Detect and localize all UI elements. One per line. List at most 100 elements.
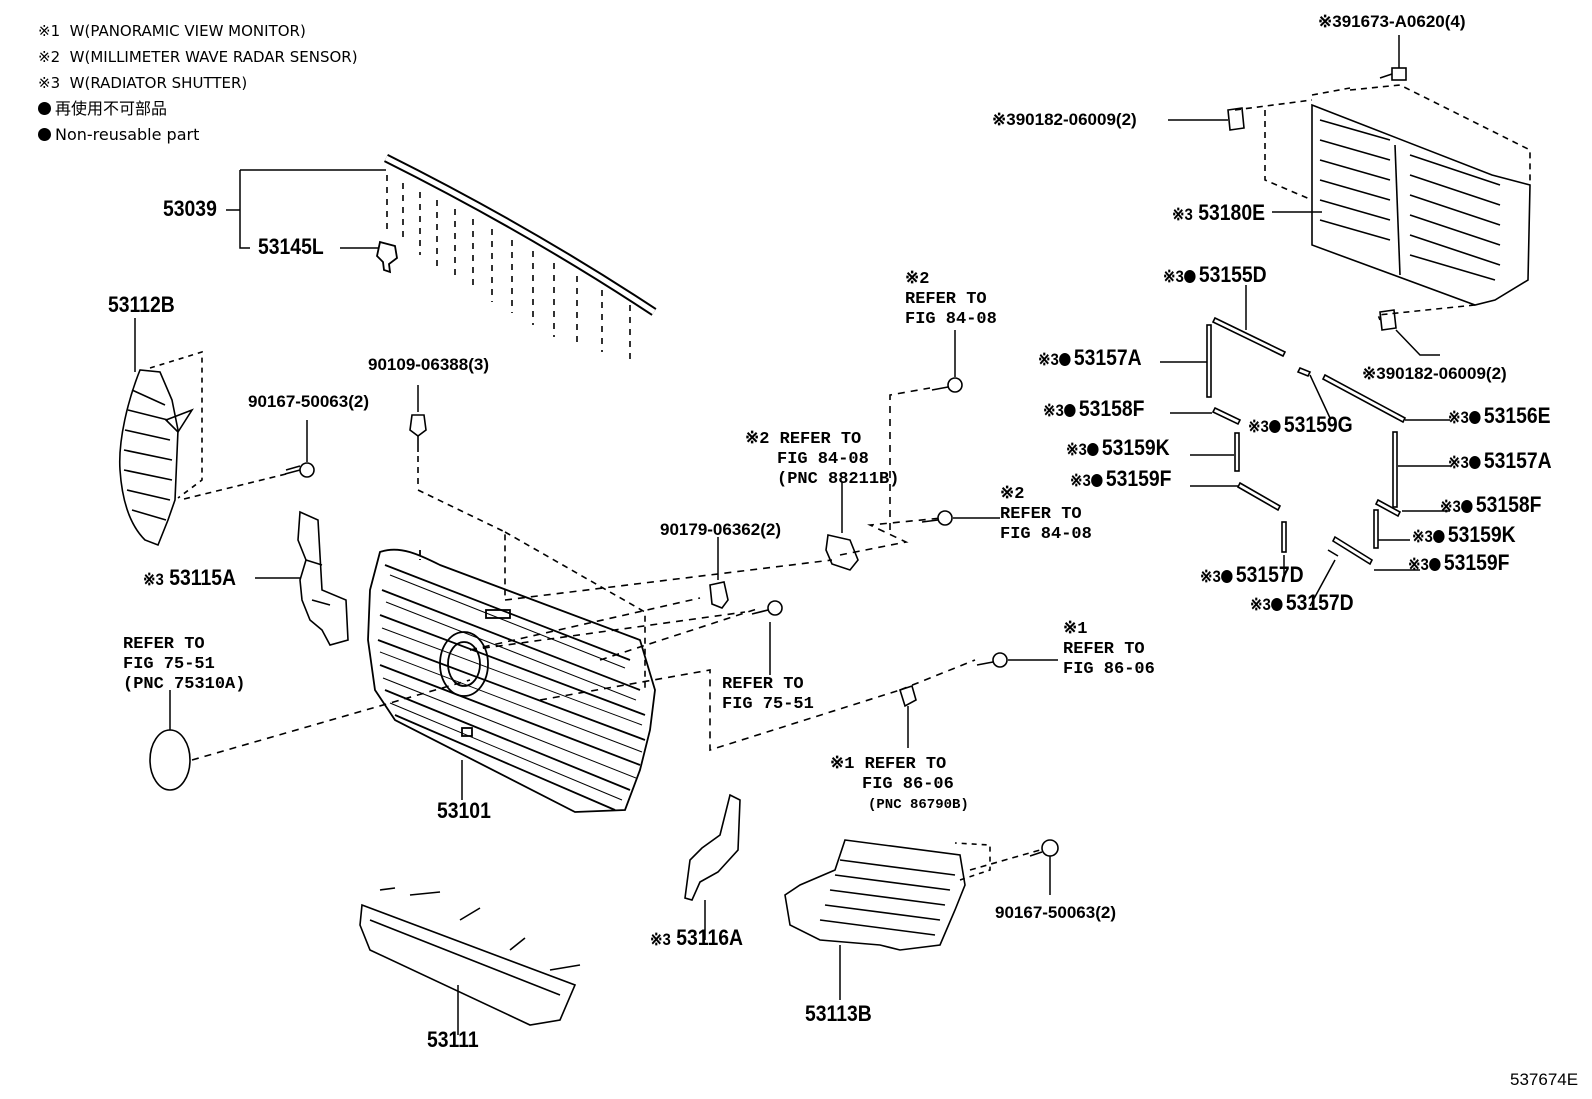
part-53039[interactable]: 53039: [163, 196, 217, 221]
part-91673[interactable]: ※391673-A0620(4): [1318, 12, 1466, 32]
part-53158F-left[interactable]: ※3 53158F: [1043, 396, 1144, 422]
mark-3: ※3: [1440, 497, 1461, 516]
mark-3: ※3: [650, 930, 671, 949]
part-53116A-number: 53116A: [676, 925, 744, 950]
legend-note-2: ※2 W(MILLIMETER WAVE RADAR SENSOR): [38, 48, 358, 66]
legend-non-reusable-en: Non-reusable part: [38, 122, 358, 148]
mark-3: ※3: [1038, 350, 1059, 369]
figure-id: 537674E: [1510, 1070, 1579, 1089]
mark-3: ※3: [1250, 595, 1271, 614]
radiator-shutter-53180E-illustration: [1234, 84, 1531, 321]
part-53157A-left[interactable]: ※3 53157A: [1038, 345, 1142, 371]
non-reusable-dot-icon: [1090, 474, 1103, 487]
non-reusable-dot-icon: [1428, 558, 1441, 571]
screw-camera-illustration: [976, 652, 1058, 668]
non-reusable-dot-icon: [38, 128, 51, 141]
screw-91673-illustration: [1379, 35, 1407, 81]
part-53155D[interactable]: ※3 53155D: [1163, 262, 1267, 288]
non-reusable-dot-icon: [1086, 443, 1099, 456]
screw-lower-right-illustration: [1029, 839, 1059, 895]
part-53159K-right-number: 53159K: [1447, 522, 1516, 547]
part-53155D-number: 53155D: [1198, 262, 1267, 287]
mark-3: ※3: [992, 110, 1016, 129]
part-53157A-left-number: 53157A: [1073, 345, 1142, 370]
part-53159K-left-number: 53159K: [1101, 435, 1170, 460]
part-90109[interactable]: 90109-06388(3): [368, 355, 489, 374]
screw-radar-top-illustration: [931, 330, 963, 393]
non-reusable-dot-icon: [1270, 598, 1283, 611]
part-53158F-left-number: 53158F: [1078, 396, 1145, 421]
mark-3: ※3: [1248, 417, 1269, 436]
seals-illustration: [1160, 285, 1450, 607]
part-53157A-right-number: 53157A: [1483, 448, 1552, 473]
camera-bracket-illustration: [899, 684, 917, 748]
part-53116A[interactable]: ※3 53116A: [650, 925, 743, 951]
legend-note-3: ※3 W(RADIATOR SHUTTER): [38, 74, 248, 92]
non-reusable-dot-icon: [1183, 270, 1196, 283]
part-53115A[interactable]: ※3 53115A: [143, 565, 236, 591]
part-53112B[interactable]: 53112B: [108, 292, 175, 317]
part-90182-bottom[interactable]: ※390182-06009(2): [1362, 364, 1507, 384]
bolt-90109-illustration: [409, 385, 646, 690]
part-53101[interactable]: 53101: [437, 798, 491, 823]
part-53145L[interactable]: 53145L: [258, 234, 324, 259]
mark-3: ※3: [1408, 555, 1429, 574]
non-reusable-dot-icon: [1432, 530, 1445, 543]
part-53159F-right-number: 53159F: [1443, 550, 1510, 575]
mark-3: ※3: [1362, 364, 1386, 383]
emblem-disc-illustration: [149, 679, 471, 791]
screw-radar-right-illustration: [921, 510, 1000, 526]
legend-note-1: ※1 W(PANORAMIC VIEW MONITOR): [38, 22, 306, 40]
mark-3: ※3: [1043, 401, 1064, 420]
part-53157D-b[interactable]: ※3 53157D: [1250, 590, 1354, 616]
non-reusable-dot-icon: [38, 102, 51, 115]
part-91673-number: 91673-A0620(4): [1341, 12, 1466, 31]
clip-90179-illustration: [709, 537, 729, 609]
mark-3: ※3: [1070, 471, 1091, 490]
part-53159F-left-number: 53159F: [1105, 466, 1172, 491]
non-reusable-dot-icon: [1268, 420, 1281, 433]
part-53113B[interactable]: 53113B: [805, 1001, 872, 1026]
clip-90182-top-illustration: [1168, 107, 1245, 131]
mark-3: ※3: [1172, 205, 1193, 224]
non-reusable-dot-icon: [1063, 404, 1076, 417]
part-90167-left[interactable]: 90167-50063(2): [248, 392, 369, 411]
part-53157D-b-number: 53157D: [1285, 590, 1354, 615]
part-90179[interactable]: 90179-06362(2): [660, 520, 781, 539]
screw-90167-left-illustration: [179, 420, 315, 501]
part-53159K-right[interactable]: ※3 53159K: [1412, 522, 1516, 548]
mark-3: ※3: [1318, 12, 1342, 31]
part-90167-right[interactable]: 90167-50063(2): [995, 903, 1116, 922]
radar-sensor-illustration: [825, 482, 859, 571]
part-53111[interactable]: 53111: [427, 1027, 479, 1052]
side-bracket-53112B-illustration: [118, 318, 203, 547]
mark-3: ※3: [1163, 267, 1184, 286]
part-53115A-number: 53115A: [169, 565, 237, 590]
part-53157D-a-number: 53157D: [1235, 562, 1304, 587]
part-53159F-right[interactable]: ※3 53159F: [1408, 550, 1509, 576]
part-90182-bottom-number: 90182-06009(2): [1385, 364, 1507, 383]
non-reusable-dot-icon: [1468, 411, 1481, 424]
mark-3: ※3: [1412, 527, 1433, 546]
part-90182-top-number: 90182-06009(2): [1015, 110, 1137, 129]
part-53159F-left[interactable]: ※3 53159F: [1070, 466, 1171, 492]
part-53180E[interactable]: ※3 53180E: [1172, 200, 1265, 226]
lower-grille-53113B-illustration: [784, 839, 1041, 1000]
mark-3: ※3: [143, 570, 164, 589]
part-90182-top[interactable]: ※390182-06009(2): [992, 110, 1137, 130]
non-reusable-dot-icon: [1220, 570, 1233, 583]
